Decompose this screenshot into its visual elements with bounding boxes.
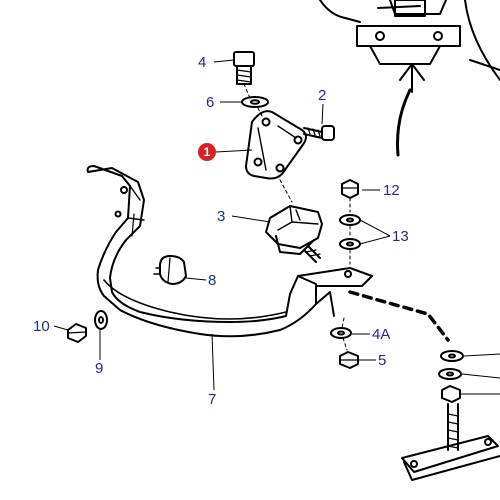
callout-8: 8 (208, 272, 217, 289)
washer-part-9 (94, 310, 108, 330)
engine-fragment (319, 0, 500, 157)
leader-lines (53, 59, 500, 395)
callout-9: 9 (95, 360, 104, 377)
stud-plate (401, 403, 500, 481)
callout-13: 13 (392, 228, 409, 245)
callout-7: 7 (208, 391, 217, 408)
right-washer-stack (438, 350, 464, 403)
rubber-mount-part-3 (265, 205, 323, 263)
washer-part-6 (241, 96, 269, 117)
callout-12: 12 (383, 182, 400, 199)
washer-part-13 (339, 214, 361, 265)
callout-4a: 4A (372, 326, 391, 343)
cross-member-part-7 (86, 165, 373, 338)
callout-10: 10 (33, 318, 50, 335)
nut-part-12 (341, 179, 359, 213)
mount-bracket-part-1 (245, 110, 307, 180)
callout-6: 6 (206, 94, 215, 111)
washer-part-4a (330, 317, 352, 351)
callout-3: 3 (217, 208, 226, 225)
callout-2: 2 (318, 87, 327, 104)
nut-part-10 (67, 323, 87, 343)
callout-1-highlight: 1 (198, 143, 216, 161)
bolt-part-2 (303, 125, 335, 141)
fastener-part-8 (153, 255, 187, 285)
nut-part-5 (339, 351, 359, 369)
callout-4: 4 (198, 54, 207, 71)
callout-5: 5 (378, 352, 387, 369)
bolt-part-4 (233, 51, 255, 99)
